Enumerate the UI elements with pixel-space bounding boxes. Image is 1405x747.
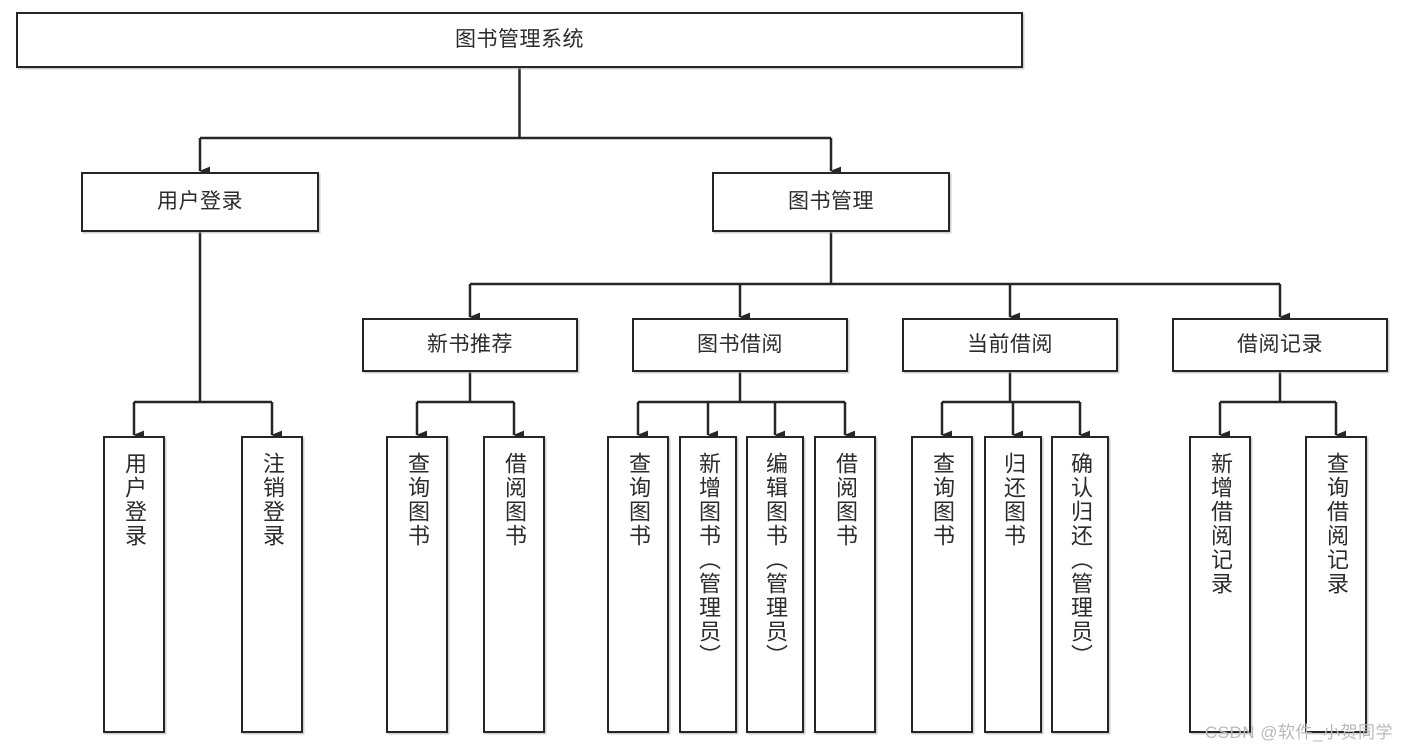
- node-c3[interactable]: 确认归还（管理员）: [1051, 436, 1109, 733]
- node-c2[interactable]: 归还图书: [984, 436, 1042, 733]
- node-label: 查询图书: [930, 452, 955, 548]
- node-label: 查询借阅记录: [1324, 452, 1349, 596]
- node-label: 图书管理系统: [455, 27, 584, 51]
- node-l2[interactable]: 注销登录: [241, 436, 303, 733]
- node-root[interactable]: 图书管理系统: [16, 12, 1023, 68]
- node-label: 查询图书: [405, 452, 430, 548]
- node-r1[interactable]: 新增借阅记录: [1189, 436, 1251, 733]
- node-label: 新增借阅记录: [1208, 452, 1233, 596]
- node-newrec[interactable]: 新书推荐: [362, 318, 578, 372]
- tree-connectors: [132, 68, 1347, 440]
- node-login[interactable]: 用户登录: [81, 172, 319, 232]
- node-l1[interactable]: 用户登录: [103, 436, 165, 733]
- node-bookmgmt[interactable]: 图书管理: [712, 172, 950, 232]
- node-current[interactable]: 当前借阅: [902, 318, 1118, 372]
- node-b2[interactable]: 新增图书（管理员）: [679, 436, 737, 733]
- node-label: 用户登录: [157, 189, 243, 213]
- node-label: 图书管理: [788, 189, 874, 213]
- node-label: 新书推荐: [427, 332, 513, 356]
- node-label: 图书借阅: [697, 332, 783, 356]
- node-label: 归还图书: [1001, 452, 1026, 548]
- node-label: 借阅图书: [502, 452, 527, 548]
- node-label: 确认归还（管理员）: [1068, 452, 1093, 668]
- node-label: 用户登录: [122, 452, 147, 548]
- node-borrow[interactable]: 图书借阅: [632, 318, 848, 372]
- node-n1[interactable]: 查询图书: [386, 436, 448, 733]
- node-n2[interactable]: 借阅图书: [483, 436, 545, 733]
- node-label: 借阅记录: [1237, 332, 1323, 356]
- node-b3[interactable]: 编辑图书（管理员）: [746, 436, 804, 733]
- node-c1[interactable]: 查询图书: [911, 436, 973, 733]
- node-label: 编辑图书（管理员）: [763, 452, 788, 668]
- node-label: 查询图书: [626, 452, 651, 548]
- node-label: 注销登录: [260, 452, 285, 548]
- node-b4[interactable]: 借阅图书: [814, 436, 876, 733]
- node-r2[interactable]: 查询借阅记录: [1305, 436, 1367, 733]
- csdn-watermark: CSDN @软件_小贺同学: [1204, 723, 1393, 742]
- node-records[interactable]: 借阅记录: [1172, 318, 1388, 372]
- node-b1[interactable]: 查询图书: [607, 436, 669, 733]
- node-label: 新增图书（管理员）: [696, 452, 721, 668]
- node-label: 借阅图书: [833, 452, 858, 548]
- node-label: 当前借阅: [967, 332, 1053, 356]
